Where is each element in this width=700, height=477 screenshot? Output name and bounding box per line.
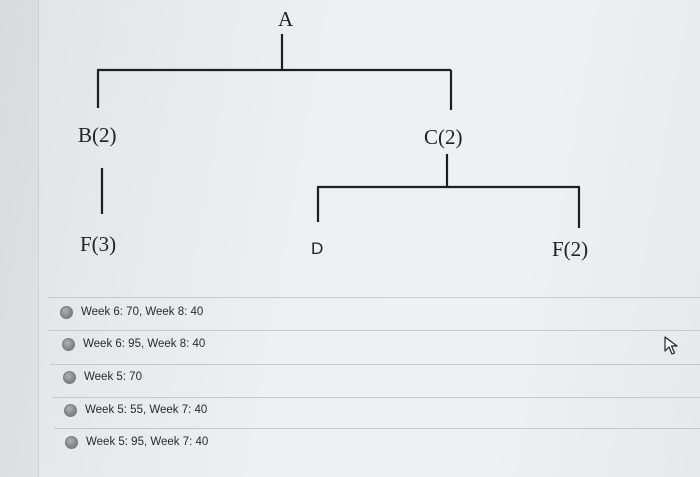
mouse-pointer-icon — [664, 336, 678, 355]
answer-option-label: Week 5: 95, Week 7: 40 — [86, 436, 209, 448]
answer-option-label: Week 6: 95, Week 8: 40 — [83, 338, 206, 350]
node-f-right: F(2) — [552, 237, 588, 261]
node-f-left: F(3) — [80, 232, 116, 256]
node-b: B(2) — [78, 123, 117, 147]
divider — [48, 330, 700, 331]
answer-option[interactable]: Week 5: 95, Week 7: 40 — [65, 428, 208, 456]
node-a: A — [278, 7, 294, 31]
answer-option-label: Week 5: 55, Week 7: 40 — [85, 404, 208, 416]
answer-option[interactable]: Week 6: 70, Week 8: 40 — [60, 298, 203, 326]
radio-button-icon[interactable] — [62, 337, 75, 351]
product-structure-tree: A B(2) C(2) F(3) D F(2) — [78, 7, 588, 261]
node-d: D — [311, 239, 323, 258]
answer-option-label: Week 6: 70, Week 8: 40 — [81, 306, 204, 318]
answer-option[interactable]: Week 6: 95, Week 8: 40 — [62, 330, 205, 358]
answer-option[interactable]: Week 5: 55, Week 7: 40 — [64, 396, 207, 424]
radio-button-icon[interactable] — [63, 370, 76, 384]
divider — [50, 364, 700, 365]
radio-button-icon[interactable] — [65, 435, 78, 449]
divider — [48, 297, 700, 298]
radio-button-icon[interactable] — [64, 403, 77, 417]
node-c: C(2) — [424, 125, 463, 149]
divider — [52, 397, 700, 398]
answer-option[interactable]: Week 5: 70 — [63, 363, 142, 391]
radio-button-icon[interactable] — [60, 305, 73, 319]
divider — [54, 428, 700, 429]
answer-option-label: Week 5: 70 — [84, 371, 142, 383]
